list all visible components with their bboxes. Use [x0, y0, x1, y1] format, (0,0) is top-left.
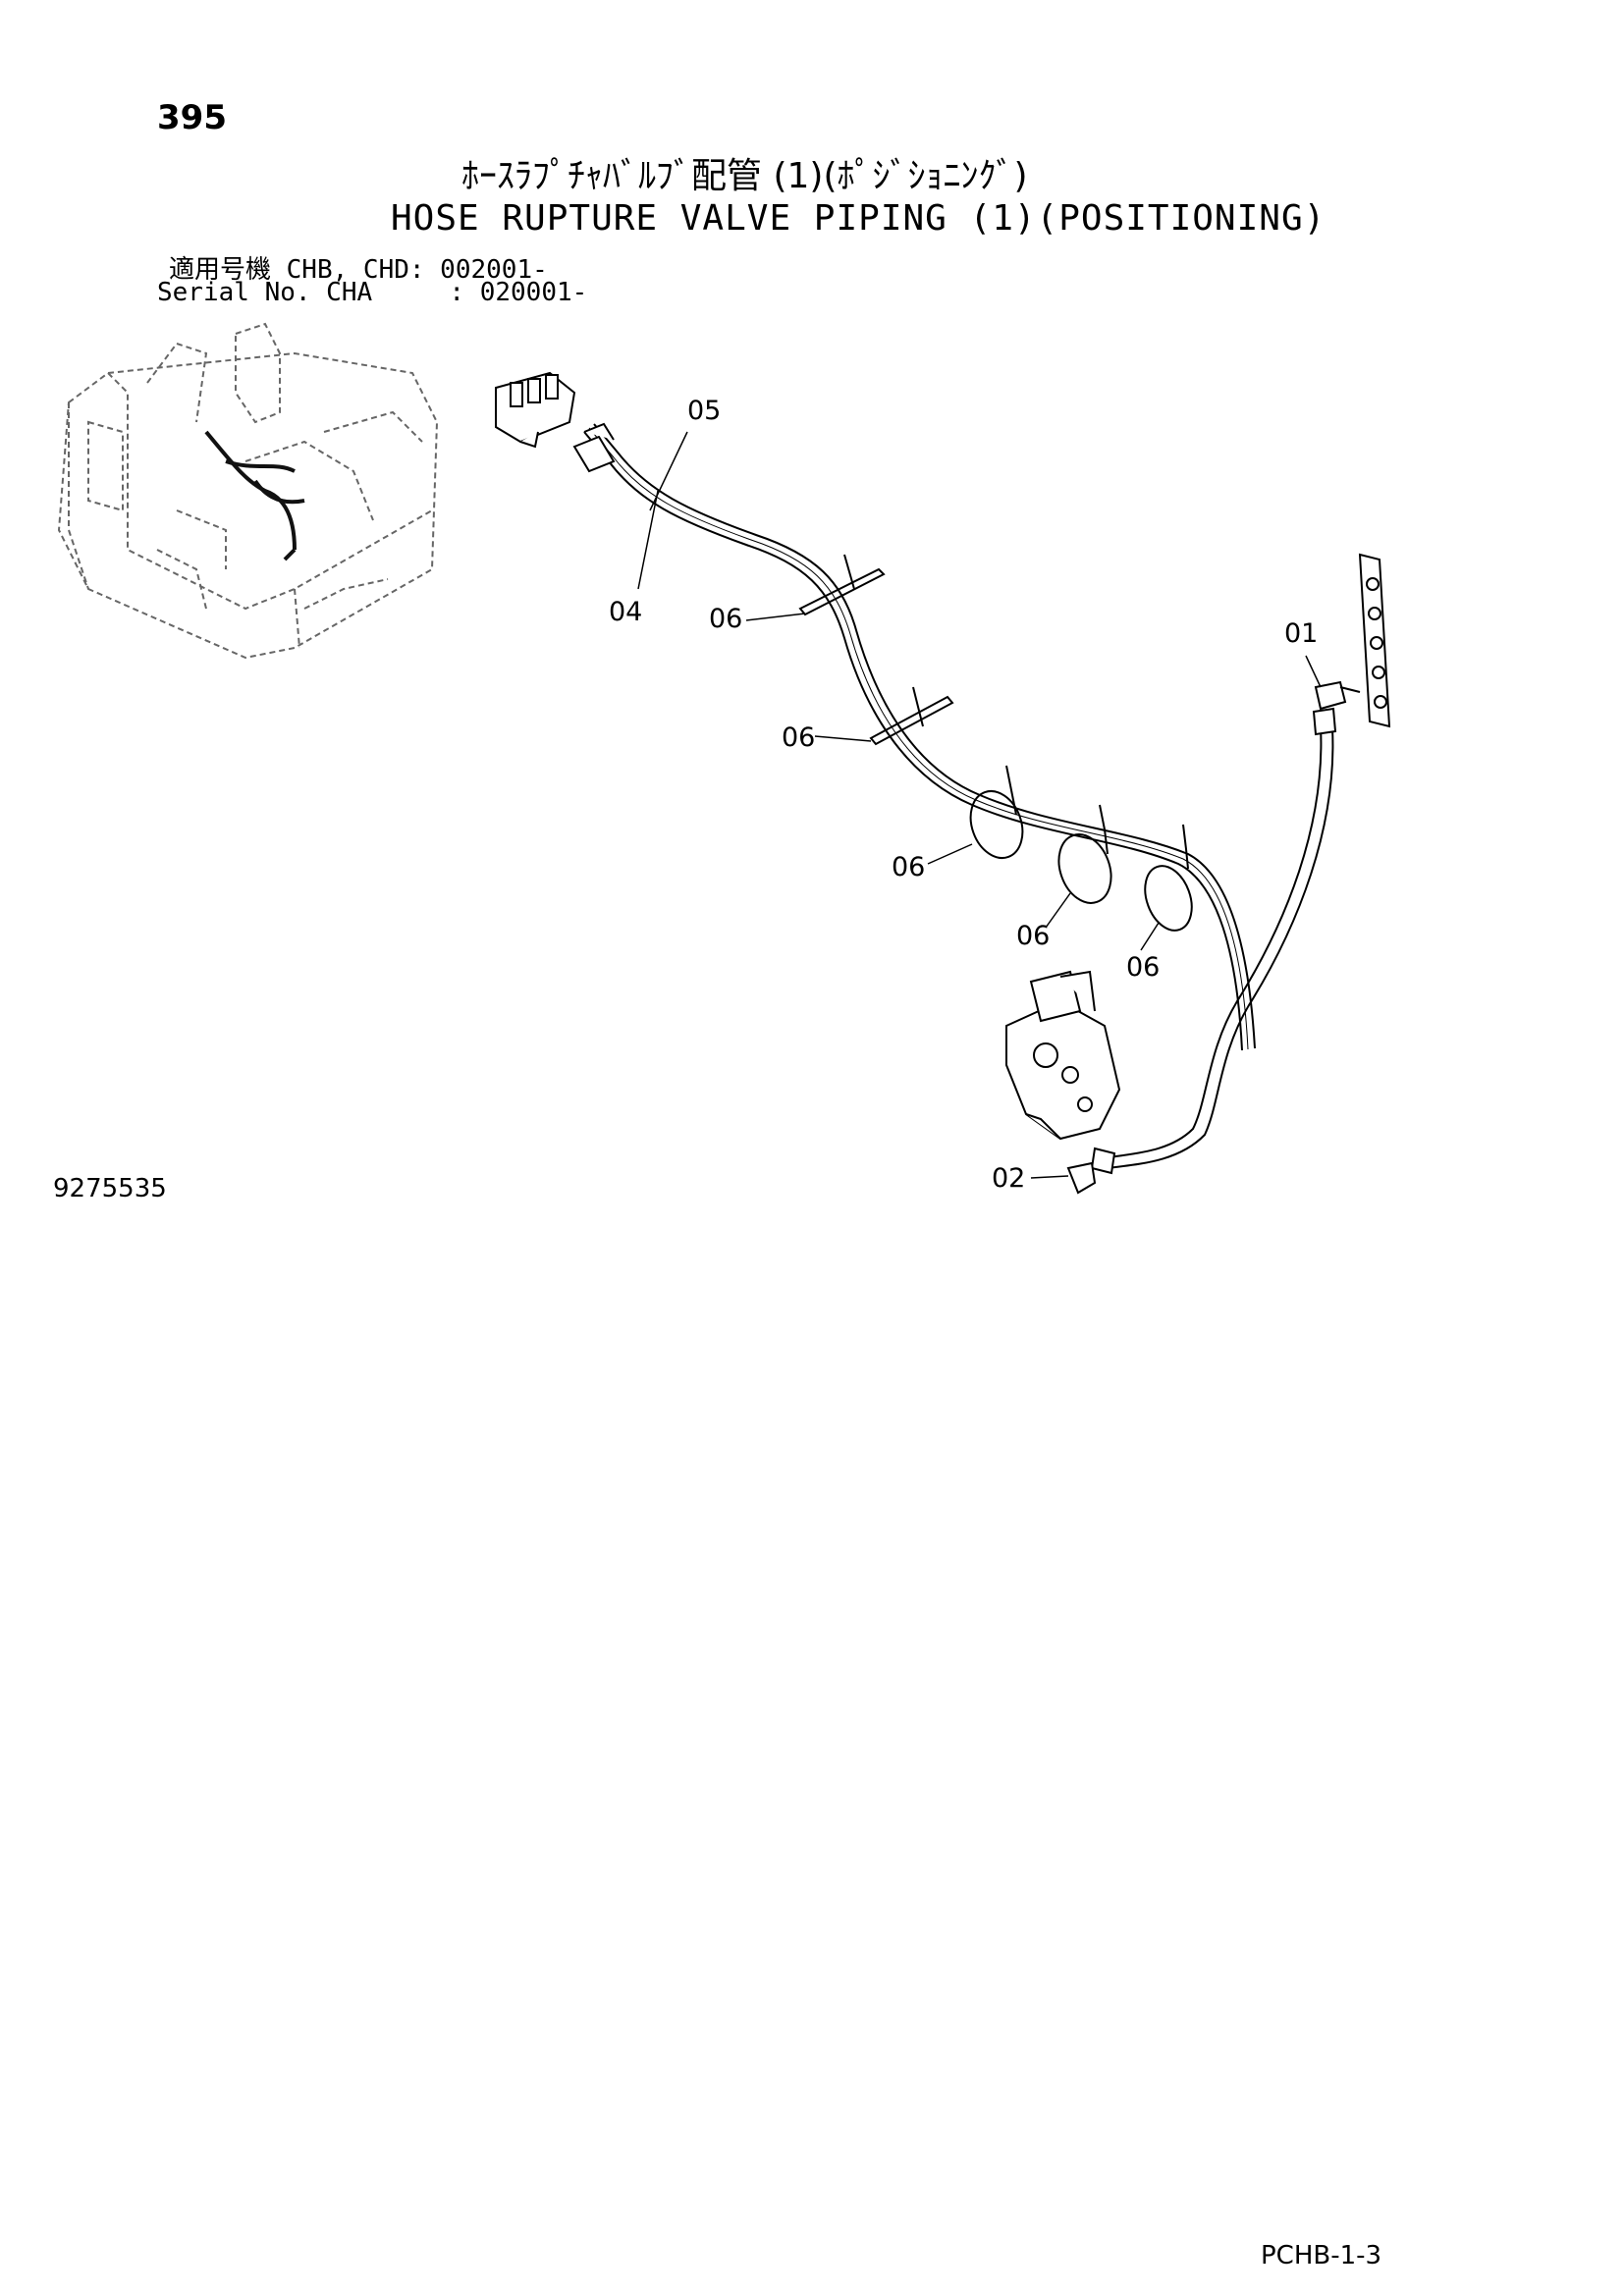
page-title-english: HOSE RUPTURE VALVE PIPING (1)(POSITIONIN… [391, 198, 1326, 239]
hose-long [1104, 725, 1334, 1169]
callout-06: 06 [892, 852, 926, 882]
serial-line-1: 適用号機 CHB, CHD: 002001- [169, 255, 548, 285]
fitting-01 [1314, 680, 1361, 711]
callout-05: 05 [687, 396, 722, 426]
callout-06: 06 [1126, 952, 1161, 983]
callout-06: 06 [782, 722, 816, 753]
fitting-02 [1066, 1161, 1097, 1195]
page-number: 395 [157, 98, 227, 137]
page-code: PCHB-1-3 [1261, 2241, 1382, 2270]
callout-04: 04 [609, 597, 643, 627]
bracket-plate [1358, 553, 1391, 728]
callout-06: 06 [709, 604, 743, 634]
machine-locator-thumbnail [57, 322, 439, 660]
serial-line-2: Serial No. CHA : 020001- [157, 278, 588, 307]
callout-06: 06 [1016, 921, 1051, 951]
locator-hose-highlight [204, 430, 305, 561]
leader-lines [637, 431, 1322, 1179]
callout-02: 02 [992, 1163, 1026, 1194]
hose-fitting [572, 422, 616, 473]
hose-end-fitting [1090, 707, 1337, 1175]
drawing-id: 9275535 [53, 1174, 167, 1203]
callout-01: 01 [1284, 618, 1319, 649]
hose-04-05 [583, 423, 1256, 1051]
manifold-block [495, 371, 576, 449]
hose-rupture-valve [1005, 970, 1121, 1141]
cable-ties [798, 554, 1193, 932]
page-title-japanese: ﾎｰｽﾗﾌﾟﾁｬﾊﾞﾙﾌﾞ配管 (1)(ﾎﾟｼﾞｼｮﾆﾝｸﾞ) [461, 156, 1028, 196]
